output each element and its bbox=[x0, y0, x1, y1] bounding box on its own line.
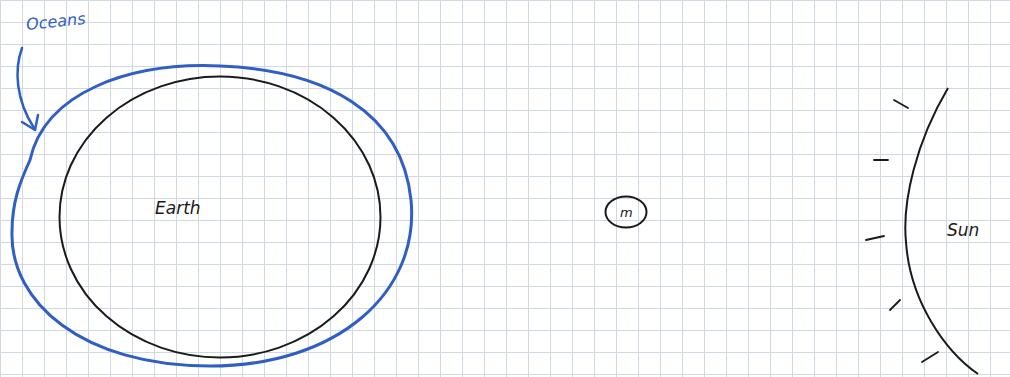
ocean-label: Oceans bbox=[25, 9, 86, 34]
node-label: Sun bbox=[947, 220, 979, 240]
sun-rays bbox=[866, 100, 938, 362]
arrow-head bbox=[22, 115, 38, 130]
ocean-outline bbox=[12, 66, 412, 366]
node-label: Earth bbox=[155, 198, 201, 218]
earth-circle: Earth bbox=[58, 75, 382, 359]
leader-arrow bbox=[18, 48, 34, 128]
mass-circle: m bbox=[604, 195, 648, 229]
shape-outline bbox=[58, 75, 382, 359]
node-label: m bbox=[620, 205, 633, 220]
sun-shape: Sun bbox=[896, 82, 1008, 377]
